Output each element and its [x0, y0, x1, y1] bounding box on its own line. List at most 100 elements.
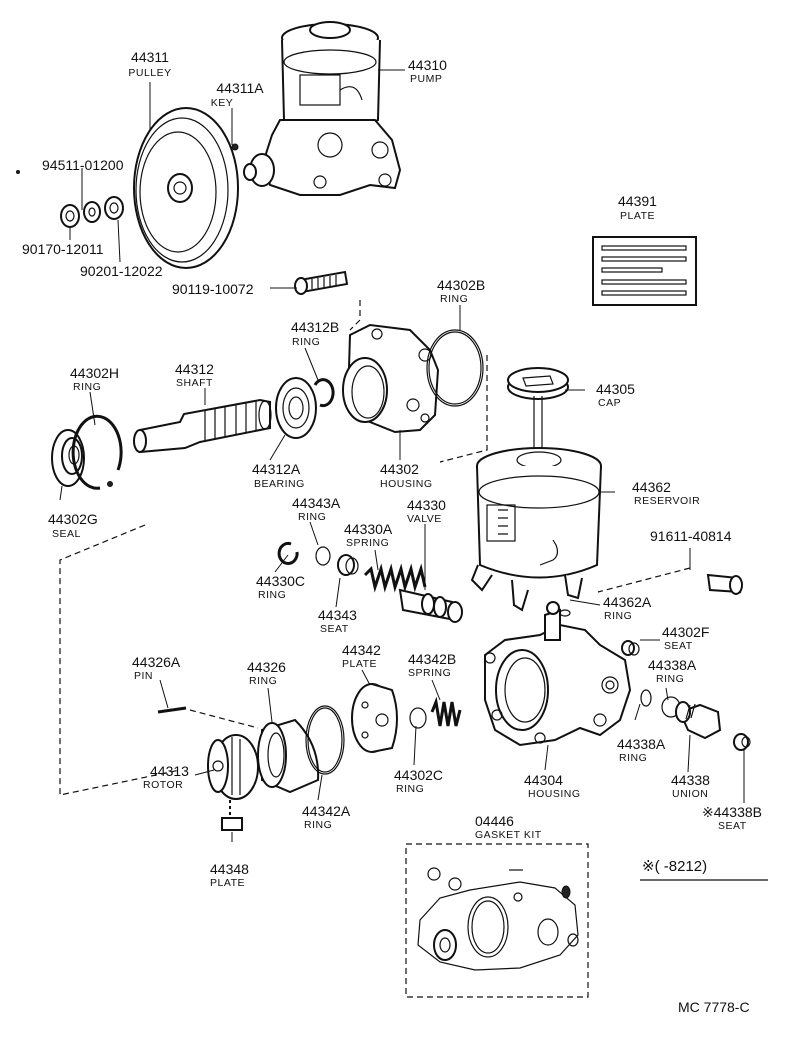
part-name: RING	[258, 589, 286, 601]
part-number: 44302H	[70, 365, 119, 381]
part-number: ※44338B	[702, 804, 762, 820]
drawing-code: MC 7778-C	[678, 999, 750, 1015]
part-number: 44343	[318, 607, 357, 623]
part-number: 44311	[131, 49, 169, 65]
union-drawing	[675, 701, 722, 740]
seal-snap-ring-drawing	[71, 414, 123, 490]
housing-bolt-guide	[349, 300, 361, 331]
part-number: 44343A	[292, 495, 341, 511]
note-text: ※( -8212)	[642, 858, 707, 875]
pin-drawing	[157, 706, 187, 714]
part-name: SHAFT	[176, 377, 213, 389]
part-label-44342a: 44342A RING	[302, 803, 351, 831]
part-label-44311a: 44311A KEY	[211, 80, 265, 109]
part-name: PUMP	[410, 73, 442, 85]
housing-oring-drawing	[640, 689, 652, 707]
bolt-drawing	[294, 270, 349, 295]
nut-washer-drawing	[16, 170, 124, 228]
part-label-44310: 44310 PUMP	[408, 57, 447, 85]
part-number: 44302G	[48, 511, 98, 527]
part-name: UNION	[672, 788, 708, 800]
part-name: PULLEY	[128, 67, 171, 79]
reservoir-drawing	[470, 447, 602, 612]
part-name: RING	[440, 293, 468, 305]
bearing-drawing	[275, 377, 317, 439]
part-name: RING	[292, 336, 320, 348]
pulley-drawing	[133, 107, 239, 269]
part-number: 44348	[210, 861, 249, 877]
part-label-94511-01200: 94511-01200	[42, 157, 124, 173]
rear-housing-drawing	[342, 323, 484, 434]
part-label-44343a: 44343A RING	[292, 495, 341, 523]
part-label-90119-10072: 90119-10072	[172, 281, 254, 297]
part-name: RING	[304, 819, 332, 831]
part-label-44302c: 44302C RING	[394, 767, 443, 795]
part-label-90170-12011: 90170-12011	[22, 241, 104, 257]
leader-lines	[59, 69, 745, 842]
part-label-44313: 44313 ROTOR	[143, 763, 189, 791]
production-date-note: ※( -8212)	[640, 858, 768, 881]
part-number: 44312	[175, 361, 214, 377]
part-name: BEARING	[254, 478, 305, 490]
flow-control-valve-drawing	[398, 588, 463, 623]
part-label-44338: 44338 UNION	[671, 772, 710, 800]
vane-plate-drawing	[221, 817, 243, 831]
shaft-guide-line	[59, 524, 181, 796]
union-seat-drawing	[733, 733, 751, 751]
part-name: RING	[604, 610, 632, 622]
part-name: RING	[298, 511, 326, 523]
pump-assembly-drawing	[231, 21, 402, 196]
part-name: PLATE	[342, 658, 377, 670]
part-name: SEAL	[52, 528, 81, 540]
part-number: 44342A	[302, 803, 351, 819]
part-name: RING	[656, 673, 684, 685]
part-number: 44342	[342, 642, 381, 658]
shaft-drawing	[133, 398, 272, 454]
spring-drawing	[363, 563, 427, 593]
part-name: HOUSING	[380, 478, 433, 490]
part-label-44311: 44311 PULLEY	[128, 49, 171, 79]
front-housing-drawing	[484, 601, 632, 747]
part-label-44330c: 44330C RING	[256, 573, 305, 601]
part-number: 04446	[475, 813, 514, 829]
part-number: 44305	[596, 381, 635, 397]
part-label-44342b: 44342B SPRING	[408, 651, 456, 679]
part-name: RING	[619, 752, 647, 764]
small-ring-drawing	[409, 707, 427, 729]
part-label-44312b: 44312B RING	[291, 319, 339, 348]
part-number: 90201-12022	[80, 263, 163, 279]
part-label-44302b: 44302B RING	[437, 277, 485, 305]
stud-bolt-drawing	[706, 573, 743, 595]
snap-ring-drawing	[313, 378, 335, 408]
name-plate-drawing	[592, 236, 697, 306]
filler-cap-drawing	[507, 367, 569, 448]
part-number: 44302	[380, 461, 419, 477]
part-name: VALVE	[407, 513, 442, 525]
part-name: SPRING	[408, 667, 451, 679]
part-name: KEY	[211, 97, 234, 109]
part-number: 91611-40814	[650, 528, 732, 544]
part-label-44342: 44342 PLATE	[342, 642, 381, 670]
part-number: 44391	[618, 193, 657, 209]
part-number: 44338A	[617, 736, 666, 752]
part-label-91611-40814: 91611-40814	[650, 528, 732, 544]
part-number: 44302F	[662, 624, 709, 640]
reservoir-bolt-guide	[597, 567, 691, 593]
part-label-44326: 44326 RING	[247, 659, 286, 687]
part-name: CAP	[598, 397, 621, 409]
part-name: SEAT	[320, 623, 349, 635]
part-number: 44312B	[291, 319, 339, 335]
part-number: 44330	[407, 497, 446, 513]
pin-guide	[189, 709, 259, 729]
part-number: 90119-10072	[172, 281, 254, 297]
part-label-04446: 04446 GASKET KIT	[475, 813, 541, 841]
cam-ring-drawing	[257, 718, 320, 794]
part-number: 44330C	[256, 573, 305, 589]
part-number: 44326A	[132, 654, 181, 670]
part-name: SEAT	[718, 820, 747, 832]
part-number: 44311A	[216, 80, 264, 96]
part-name: PIN	[134, 670, 153, 682]
part-number: 44342B	[408, 651, 456, 667]
part-name: ROTOR	[143, 779, 183, 791]
